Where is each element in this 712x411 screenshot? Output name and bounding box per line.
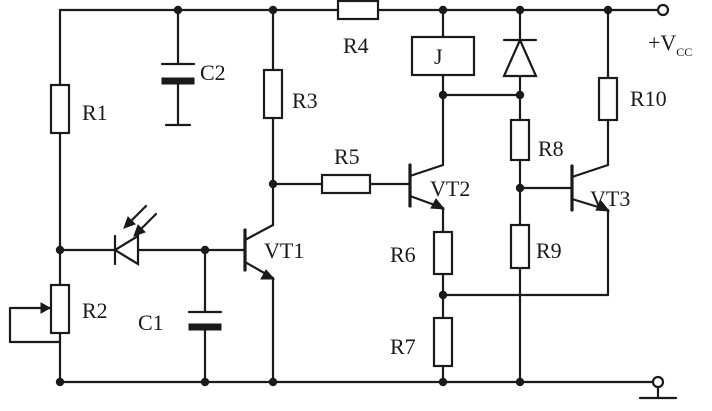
label-vt2: VT2 (430, 176, 470, 201)
capacitor-c1: C1 (138, 310, 223, 335)
supply-terminal: +VCC (648, 3, 692, 59)
label-r3: R3 (292, 88, 318, 113)
label-r8: R8 (538, 136, 564, 161)
transistor-vt2: VT2 (408, 163, 470, 210)
transistor-vt3: VT3 (570, 163, 630, 212)
resistor-r5: R5 (320, 144, 372, 195)
capacitor-c2: C2 (160, 60, 226, 85)
resistor-r2: R2 (40, 283, 108, 335)
label-r1: R1 (82, 100, 108, 125)
label-r5: R5 (334, 144, 360, 169)
label-r2: R2 (82, 298, 108, 323)
resistor-r8: R8 (509, 118, 564, 162)
label-vcc: +VCC (648, 30, 692, 59)
resistor-r9: R9 (509, 223, 562, 270)
resistor-r3: R3 (262, 68, 318, 120)
wires (8, 8, 660, 400)
relay-coil-j: J (410, 35, 476, 77)
resistor-r7: R7 (390, 316, 454, 368)
label-r10: R10 (630, 86, 667, 111)
wiper-arrow-icon (40, 302, 52, 314)
label-c2: C2 (200, 60, 226, 85)
label-vt3: VT3 (590, 186, 630, 211)
photodiode (112, 204, 158, 266)
resistor-r6: R6 (390, 230, 454, 276)
label-r4: R4 (343, 33, 369, 58)
resistor-r1: R1 (49, 83, 108, 135)
junction-dots (55, 5, 613, 387)
freewheel-diode (502, 37, 538, 78)
label-r6: R6 (390, 242, 416, 267)
label-r9: R9 (536, 238, 562, 263)
label-vt1: VT1 (264, 238, 304, 263)
light-arrows-icon (123, 204, 158, 237)
label-c1: C1 (138, 310, 164, 335)
label-j: J (434, 44, 443, 69)
label-r7: R7 (390, 334, 416, 359)
resistor-r4: R4 (336, 0, 380, 58)
resistor-r10: R10 (597, 76, 667, 122)
ground-terminal (638, 375, 678, 400)
transistor-vt1: VT1 (243, 223, 304, 280)
